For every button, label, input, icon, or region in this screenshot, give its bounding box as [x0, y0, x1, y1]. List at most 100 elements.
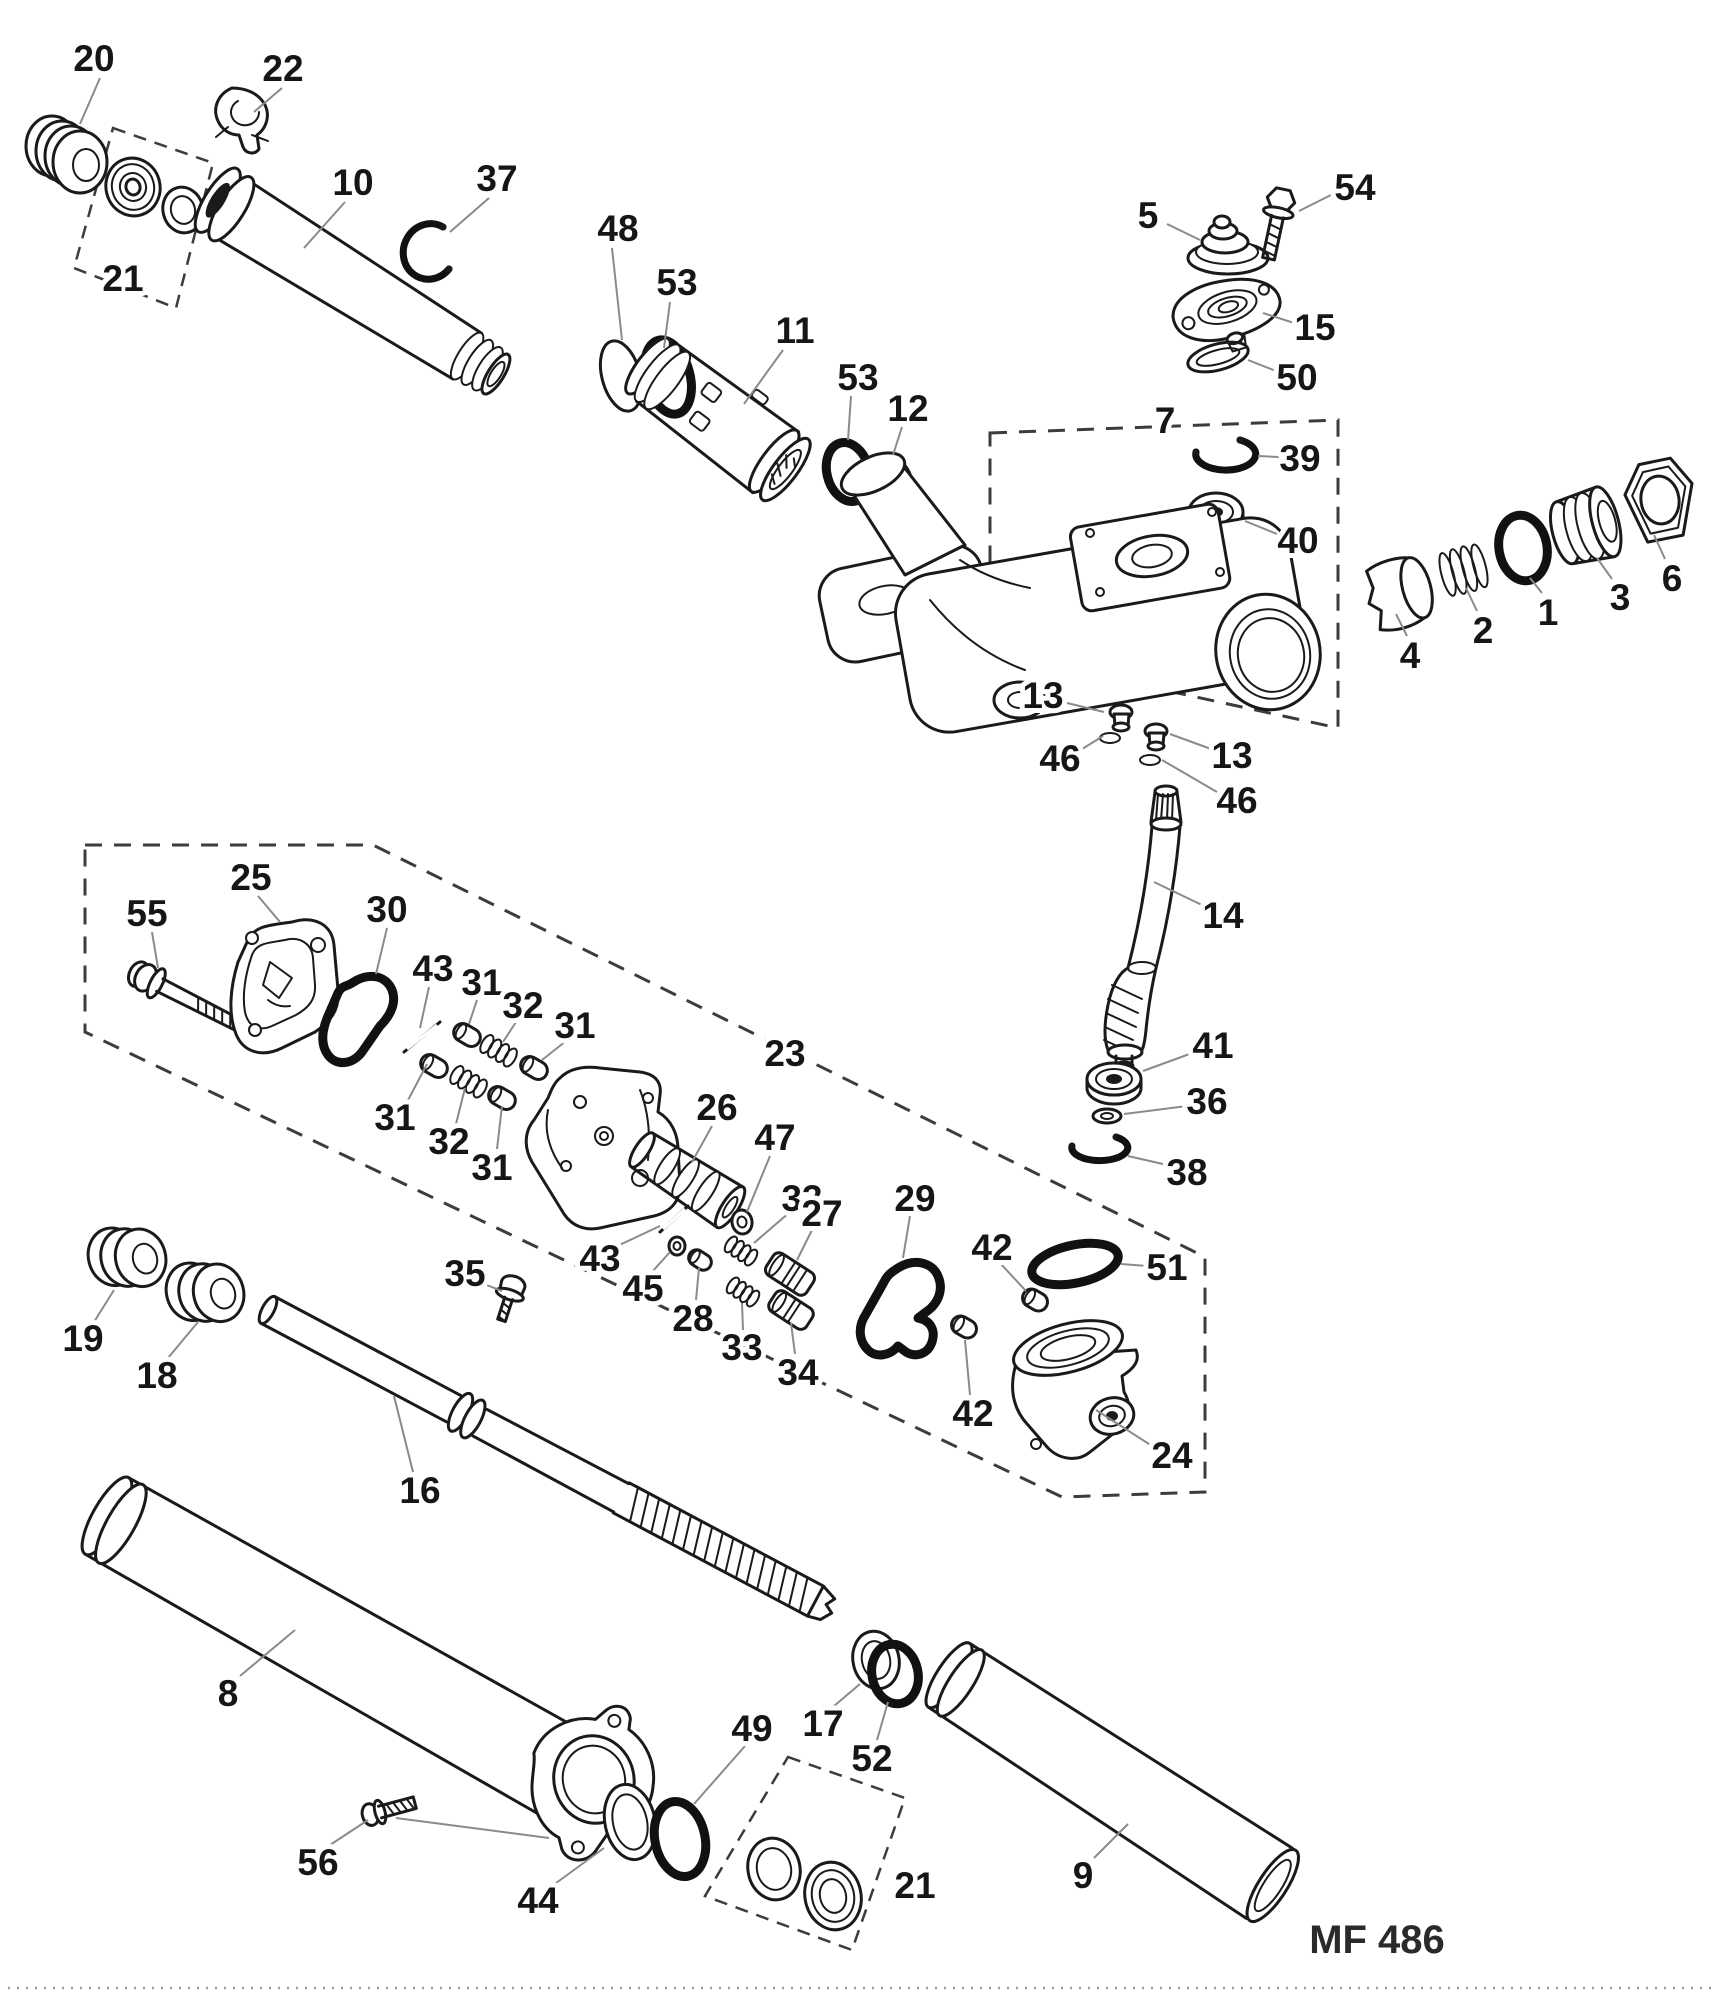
callout-46: 46 [1216, 780, 1257, 821]
part-21-seal-lower [746, 1836, 802, 1902]
part-35-screw [494, 1274, 527, 1324]
part-31-roller-3 [419, 1053, 449, 1079]
leader-line-18 [167, 1321, 199, 1359]
leader-line-22 [253, 87, 283, 113]
callout-31: 31 [461, 962, 502, 1003]
part-42-roller-a [1021, 1287, 1049, 1313]
callout-32: 32 [502, 985, 543, 1026]
leader-line-56 [329, 1819, 369, 1846]
callout-33: 33 [721, 1327, 762, 1368]
leader-line-31 [496, 1105, 503, 1150]
callout-22: 22 [262, 48, 303, 89]
leader-line-44 [551, 1847, 605, 1887]
callout-29: 29 [894, 1178, 935, 1219]
leader-line-46 [1161, 759, 1218, 793]
callout-7: 7 [1155, 400, 1176, 441]
leader-line-30 [375, 927, 388, 975]
callout-24: 24 [1151, 1435, 1193, 1476]
callout-21: 21 [102, 258, 143, 299]
leader-line-49 [693, 1745, 746, 1805]
part-13-fitting-a [1108, 703, 1134, 733]
part-32-spring-2 [449, 1064, 488, 1099]
callout-51: 51 [1146, 1247, 1187, 1288]
part-43-pin-b [658, 1204, 690, 1234]
leader-line-35 [478, 1281, 503, 1292]
callout-13: 13 [1022, 675, 1063, 716]
leader-line-31 [541, 1040, 567, 1061]
part-20-end-plug [24, 114, 109, 195]
callout-20: 20 [73, 38, 114, 79]
part-38-snap-ring [1068, 1133, 1132, 1165]
callout-33: 33 [781, 1178, 822, 1219]
callout-52: 52 [851, 1738, 892, 1779]
part-31-roller-4 [487, 1085, 517, 1111]
leader-line-55 [151, 931, 159, 969]
leader-line-28 [695, 1267, 700, 1301]
callout-36: 36 [1186, 1081, 1227, 1122]
part-11-valve-sleeve [624, 336, 812, 503]
leader-line-56 [395, 1817, 550, 1839]
part-27-plunger [763, 1251, 817, 1297]
part-50-gasket [1186, 340, 1250, 374]
part-19-bushing [86, 1226, 168, 1289]
callout-25: 25 [230, 857, 271, 898]
leader-line-41 [1142, 1051, 1196, 1072]
leader-line-53 [847, 395, 852, 441]
leader-line-43 [612, 1225, 661, 1249]
part-15-top-cover [1171, 277, 1282, 353]
part-25-guide-cover [229, 918, 340, 1055]
leader-line-15 [1262, 312, 1295, 324]
part-36-washer [1091, 1107, 1123, 1125]
leader-line-17 [833, 1683, 861, 1707]
callout-9: 9 [1073, 1855, 1094, 1896]
part-30-gasket [318, 971, 399, 1067]
leader-line-33 [753, 1211, 791, 1244]
part-39-snap-ring [1192, 436, 1260, 474]
callout-49: 49 [731, 1708, 772, 1749]
callout-47: 47 [754, 1117, 795, 1158]
leader-line-26 [691, 1125, 713, 1163]
part-5-dust-cap [1186, 214, 1270, 276]
leader-line-16 [393, 1395, 414, 1473]
leader-line-33 [741, 1302, 744, 1331]
callout-8: 8 [218, 1673, 239, 1714]
leader-line-14 [1153, 881, 1205, 907]
part-guide-bracket [524, 1065, 682, 1231]
group-box-23 [83, 843, 1207, 1499]
leader-line-9 [1093, 1823, 1129, 1859]
callout-48: 48 [597, 208, 638, 249]
leader-line-6 [1653, 534, 1666, 560]
leader-line-2 [1465, 587, 1478, 612]
part-56-bolt [360, 1795, 418, 1827]
part-43-pin-a [402, 1020, 442, 1054]
callout-56: 56 [297, 1842, 338, 1883]
callout-55: 55 [126, 893, 167, 934]
part-10-outer-tube [193, 166, 512, 396]
leader-line-31 [405, 1063, 428, 1105]
part-21-bearing-upper [104, 156, 162, 218]
callout-43: 43 [412, 948, 453, 989]
leader-line-45 [651, 1251, 671, 1273]
callout-35: 35 [444, 1253, 485, 1294]
callout-17: 17 [802, 1703, 843, 1744]
callout-45: 45 [622, 1268, 663, 1309]
leader-line-13 [1062, 701, 1105, 713]
callout-54: 54 [1334, 167, 1376, 208]
part-46-washer-a [1099, 732, 1121, 744]
callout-53: 53 [837, 357, 878, 398]
leader-line-11 [743, 349, 784, 405]
leader-line-42 [964, 1339, 971, 1396]
leader-line-43 [419, 986, 430, 1029]
callout-31: 31 [471, 1147, 512, 1188]
callout-13: 13 [1211, 735, 1252, 776]
part-37-snap-ring [399, 220, 453, 283]
part-26-valve-spool [628, 1131, 747, 1230]
part-47-washer [730, 1208, 754, 1236]
callout-50: 50 [1276, 357, 1317, 398]
part-1-o-ring [1494, 510, 1552, 586]
leader-line-34 [790, 1322, 796, 1355]
callout-42: 42 [971, 1227, 1012, 1268]
leader-line-25 [257, 895, 281, 923]
callout-21: 21 [894, 1865, 935, 1906]
